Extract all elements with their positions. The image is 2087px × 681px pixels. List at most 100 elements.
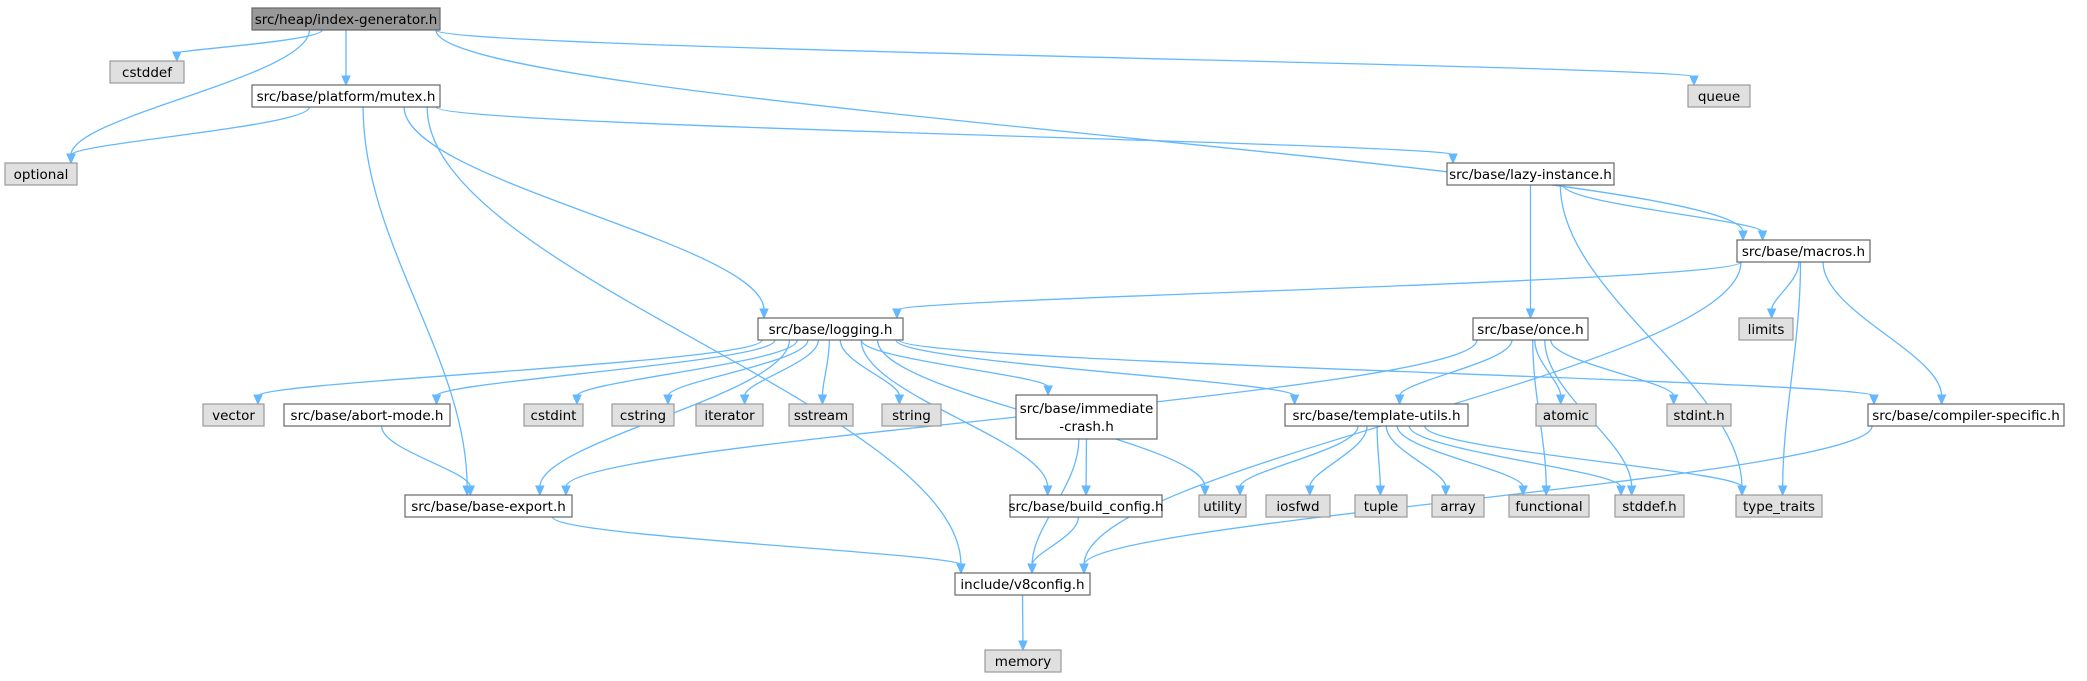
- edge-once-to-stdint: [1550, 339, 1679, 406]
- edge-template-utils-to-tuple: [1375, 425, 1386, 497]
- edge-line: [1309, 425, 1368, 488]
- arrowhead: [1043, 385, 1053, 397]
- arrowhead: [172, 51, 182, 63]
- node-lazy-instance[interactable]: src/base/lazy-instance.h: [1446, 162, 1615, 186]
- node-v8config[interactable]: include/v8config.h: [954, 572, 1091, 596]
- edge-line: [895, 339, 1296, 397]
- node-logging[interactable]: src/base/logging.h: [757, 317, 904, 341]
- edge-line: [1408, 425, 1622, 488]
- node-box: [1198, 494, 1247, 518]
- node-box: [1535, 403, 1597, 427]
- nodes-layer: src/heap/index-generator.h cstddef src/bas…: [4, 7, 2065, 673]
- arrowhead: [1235, 485, 1245, 497]
- arrowhead: [1394, 394, 1405, 406]
- node-stddef: stddef.h: [1614, 494, 1685, 518]
- edge-line: [821, 339, 831, 397]
- edge-template-utils-to-utility: [1235, 425, 1359, 497]
- node-box: [404, 494, 573, 518]
- edge-line: [1559, 184, 1743, 488]
- node-abort-mode[interactable]: src/base/abort-mode.h: [283, 403, 451, 427]
- node-label: src/base/immediate: [1020, 401, 1154, 417]
- edge-v8config-to-memory: [1018, 594, 1028, 652]
- edge-lazy-instance-to-once: [1525, 185, 1536, 320]
- node-type-traits: type_traits: [1735, 494, 1823, 518]
- edge-line: [176, 29, 323, 54]
- node-immediate-crash[interactable]: src/base/immediate -crash.h: [1015, 394, 1158, 440]
- node-once[interactable]: src/base/once.h: [1472, 317, 1589, 341]
- node-box: [251, 84, 441, 108]
- arrowhead: [1200, 485, 1210, 497]
- edge-macros-to-type-traits: [1777, 261, 1802, 497]
- node-label: src/base/base-export.h: [411, 499, 566, 515]
- edge-line: [380, 425, 471, 488]
- node-macros[interactable]: src/base/macros.h: [1736, 239, 1871, 263]
- node-label: src/base/template-utils.h: [1292, 408, 1460, 424]
- node-label: src/base/compiler-specific.h: [1872, 408, 2060, 424]
- arrowhead: [535, 485, 545, 497]
- node-label: include/v8config.h: [960, 577, 1084, 593]
- edge-macros-to-compiler-specific: [1822, 261, 1947, 406]
- edge-macros-to-limits: [1766, 261, 1800, 320]
- node-box: [1265, 494, 1331, 518]
- edge-index-generator-to-cstddef: [172, 29, 323, 63]
- arrowhead: [1738, 230, 1748, 242]
- edge-line: [70, 106, 311, 156]
- node-index-generator[interactable]: src/heap/index-generator.h: [251, 7, 441, 31]
- edge-line: [1424, 425, 1743, 488]
- edge-line: [551, 516, 962, 566]
- arrowhead: [1668, 394, 1679, 406]
- node-box: [984, 649, 1062, 673]
- node-box: [1431, 494, 1485, 518]
- edge-template-utils-to-type-traits: [1424, 425, 1747, 497]
- node-box: [1354, 494, 1408, 518]
- node-label: optional: [14, 167, 69, 183]
- edge-line: [1822, 261, 1943, 397]
- node-utility: utility: [1198, 494, 1247, 518]
- node-label: -crash.h: [1059, 419, 1114, 435]
- node-box: [611, 403, 675, 427]
- node-box: [1015, 394, 1158, 440]
- edge-base-export-to-v8config: [551, 516, 966, 575]
- node-label: utility: [1203, 499, 1241, 515]
- edge-line: [744, 339, 820, 397]
- node-label: src/heap/index-generator.h: [255, 12, 438, 28]
- arrowhead: [561, 485, 571, 497]
- node-iosfwd: iosfwd: [1265, 494, 1331, 518]
- node-label: vector: [212, 408, 255, 424]
- node-build-config[interactable]: src/base/build_config.h: [1008, 494, 1164, 518]
- node-base-export[interactable]: src/base/base-export.h: [404, 494, 573, 518]
- edge-logging-to-template-utils: [895, 339, 1300, 406]
- edge-line: [896, 261, 1742, 311]
- arrowhead: [1936, 394, 1947, 406]
- arrowhead: [1777, 485, 1788, 497]
- edge-mutex-to-base-export: [362, 106, 472, 497]
- arrowhead: [465, 485, 476, 497]
- node-label: cstdint: [531, 408, 577, 424]
- node-template-utils[interactable]: src/base/template-utils.h: [1284, 403, 1469, 427]
- edge-line: [1782, 261, 1802, 488]
- node-label: src/base/logging.h: [769, 322, 893, 338]
- arrowhead: [1616, 485, 1626, 497]
- node-box: [523, 403, 584, 427]
- node-mutex[interactable]: src/base/platform/mutex.h: [251, 84, 441, 108]
- node-label: cstring: [620, 408, 666, 424]
- edge-template-utils-to-array: [1385, 425, 1451, 497]
- edge-line: [1031, 516, 1080, 566]
- edge-lazy-instance-to-macros: [1562, 184, 1768, 242]
- arrowhead: [1737, 485, 1747, 497]
- node-box: [283, 403, 451, 427]
- edge-line: [257, 339, 763, 397]
- edge-mutex-to-lazy-instance: [435, 106, 1458, 165]
- node-box: [1472, 317, 1589, 341]
- node-compiler-specific[interactable]: src/base/compiler-specific.h: [1867, 403, 2065, 427]
- edge-line: [362, 106, 468, 488]
- arrowhead: [341, 75, 351, 87]
- node-label: cstddef: [122, 65, 173, 81]
- node-box: [695, 403, 764, 427]
- edge-line: [860, 339, 1049, 388]
- node-sstream: sstream: [788, 403, 854, 427]
- node-box: [757, 317, 904, 341]
- edge-line: [1376, 425, 1381, 488]
- node-label: string: [892, 408, 931, 424]
